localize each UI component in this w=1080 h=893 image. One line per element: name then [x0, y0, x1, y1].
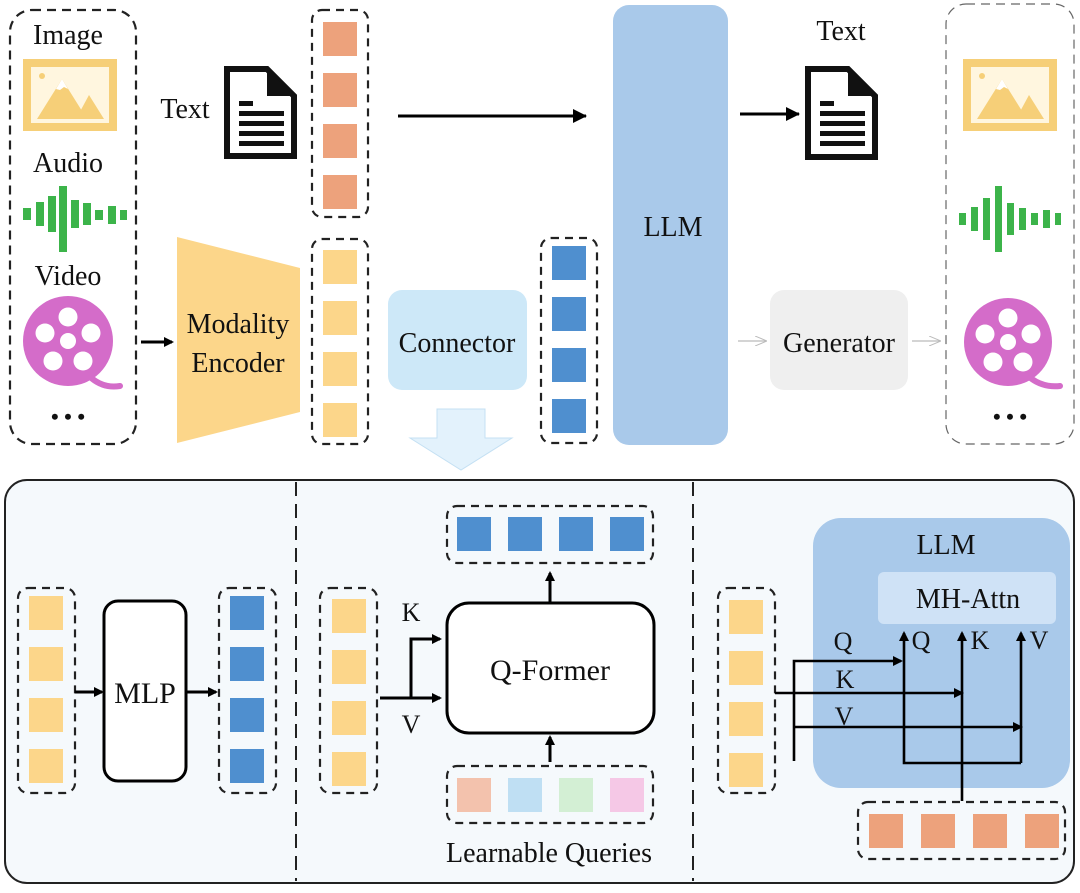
- output-modalities-dashed-box: [945, 3, 1075, 445]
- mlp-input-token: [29, 749, 63, 783]
- qformer-block[interactable]: [445, 601, 656, 735]
- mlp-output-token: [230, 647, 264, 681]
- qformer-output-token: [610, 517, 644, 551]
- qformer-input-dashed-box: [318, 586, 379, 795]
- connector-label: Connector: [399, 328, 516, 359]
- cross-attn-input-token: [729, 702, 763, 736]
- text-output-label: Text: [816, 16, 866, 47]
- image-icon: [23, 59, 117, 131]
- text-token: [323, 73, 357, 107]
- cross-attn-llm-label: LLM: [916, 530, 975, 561]
- cross-attn-v-out-label: V: [1030, 626, 1049, 655]
- text-token: [323, 124, 357, 158]
- modality-encoder-label-line1: Modality: [187, 309, 290, 340]
- text-input-label: Text: [160, 94, 210, 125]
- mlp-section: MLP: [16, 586, 278, 795]
- modality-encoder-block: [177, 237, 300, 443]
- cross-attn-input-token: [729, 600, 763, 634]
- cross-attn-k-out-label: K: [971, 626, 990, 655]
- qformer-input-token: [332, 752, 366, 786]
- modality-token-column: [310, 237, 370, 446]
- mlp-input-token: [29, 647, 63, 681]
- generator-label: Generator: [783, 328, 896, 359]
- output-ellipsis: • • •: [993, 404, 1027, 429]
- llm-token-column: [539, 236, 599, 445]
- cross-attn-text-token: [869, 814, 903, 848]
- qformer-input-token: [332, 599, 366, 633]
- cross-attn-text-token-dashed-box: [856, 800, 1067, 861]
- qformer-output-token: [559, 517, 593, 551]
- generator-block[interactable]: [770, 290, 908, 390]
- image-icon: [963, 59, 1057, 131]
- learnable-query-token: [610, 778, 644, 812]
- llm-token: [552, 348, 586, 382]
- qformer-label: Q-Former: [490, 654, 610, 687]
- mlp-label: MLP: [114, 677, 176, 710]
- text-output-document-icon: [805, 66, 878, 160]
- video-reel-icon: [23, 296, 123, 390]
- modality-encoder-label-line2: Encoder: [191, 348, 285, 379]
- image-label: Image: [33, 20, 103, 51]
- modality-token: [323, 250, 357, 284]
- cross-attn-input-token: [729, 651, 763, 685]
- cross-attn-input-dashed-box: [716, 586, 777, 795]
- qformer-section: K V Q-Former Learnable Queries: [318, 504, 656, 869]
- mlp-block[interactable]: [102, 599, 188, 783]
- qformer-k-arrow: [409, 634, 442, 698]
- cross-attn-text-token: [973, 814, 1007, 848]
- text-token: [323, 22, 357, 56]
- llm-token-dashed-box: [539, 236, 599, 445]
- video-reel-icon: [964, 298, 1063, 390]
- input-ellipsis: • • •: [51, 404, 85, 429]
- qformer-k-label: K: [402, 598, 421, 627]
- mlp-input-token: [29, 698, 63, 732]
- cross-attn-text-token: [921, 814, 955, 848]
- audio-waveform-icon: [23, 186, 127, 252]
- llm-token: [552, 399, 586, 433]
- cross-attn-q-out-label: Q: [912, 626, 931, 655]
- connector-block[interactable]: [388, 290, 527, 390]
- llm-token: [552, 246, 586, 280]
- input-modalities-group: Image Audio Video: [8, 8, 138, 446]
- text-token-dashed-box: [310, 8, 370, 219]
- cross-attention-section: LLM MH-Attn Q K V Q K V: [716, 518, 1070, 861]
- qformer-output-token: [508, 517, 542, 551]
- mlp-output-dashed-box: [217, 586, 278, 795]
- audio-label: Audio: [33, 148, 103, 179]
- cross-attn-input-token: [729, 753, 763, 787]
- cross-attn-text-token: [1025, 814, 1059, 848]
- audio-waveform-icon: [959, 186, 1061, 252]
- cross-attn-k-in-label: K: [836, 665, 855, 694]
- learnable-query-token: [457, 778, 491, 812]
- learnable-query-token: [559, 778, 593, 812]
- cross-attn-q-in-label: Q: [834, 627, 853, 656]
- modality-token: [323, 403, 357, 437]
- modality-token: [323, 301, 357, 335]
- llm-token: [552, 297, 586, 331]
- qformer-v-label: V: [402, 710, 421, 739]
- mh-attn-label: MH-Attn: [916, 584, 1020, 615]
- cross-attn-q-up-arrow: [899, 631, 1021, 765]
- llm-label: LLM: [643, 212, 702, 243]
- qformer-input-token: [332, 701, 366, 735]
- mlp-output-token: [230, 698, 264, 732]
- connector-expand-arrow: [408, 408, 514, 471]
- modality-token-dashed-box: [310, 237, 370, 446]
- mlp-input-token: [29, 596, 63, 630]
- qformer-output-token: [457, 517, 491, 551]
- learnable-query-token: [508, 778, 542, 812]
- llm-block[interactable]: [613, 5, 728, 445]
- text-token-column: [310, 8, 370, 219]
- mlp-output-token: [230, 749, 264, 783]
- mlp-output-token: [230, 596, 264, 630]
- mh-attn-block[interactable]: [878, 572, 1056, 624]
- cross-attn-v-in-label: V: [835, 702, 854, 731]
- output-modalities-group: • • •: [945, 3, 1075, 445]
- text-document-icon: [224, 66, 297, 159]
- video-label: Video: [35, 261, 102, 292]
- text-token: [323, 175, 357, 209]
- qformer-input-token: [332, 650, 366, 684]
- learnable-queries-label: Learnable Queries: [446, 838, 652, 869]
- modality-token: [323, 352, 357, 386]
